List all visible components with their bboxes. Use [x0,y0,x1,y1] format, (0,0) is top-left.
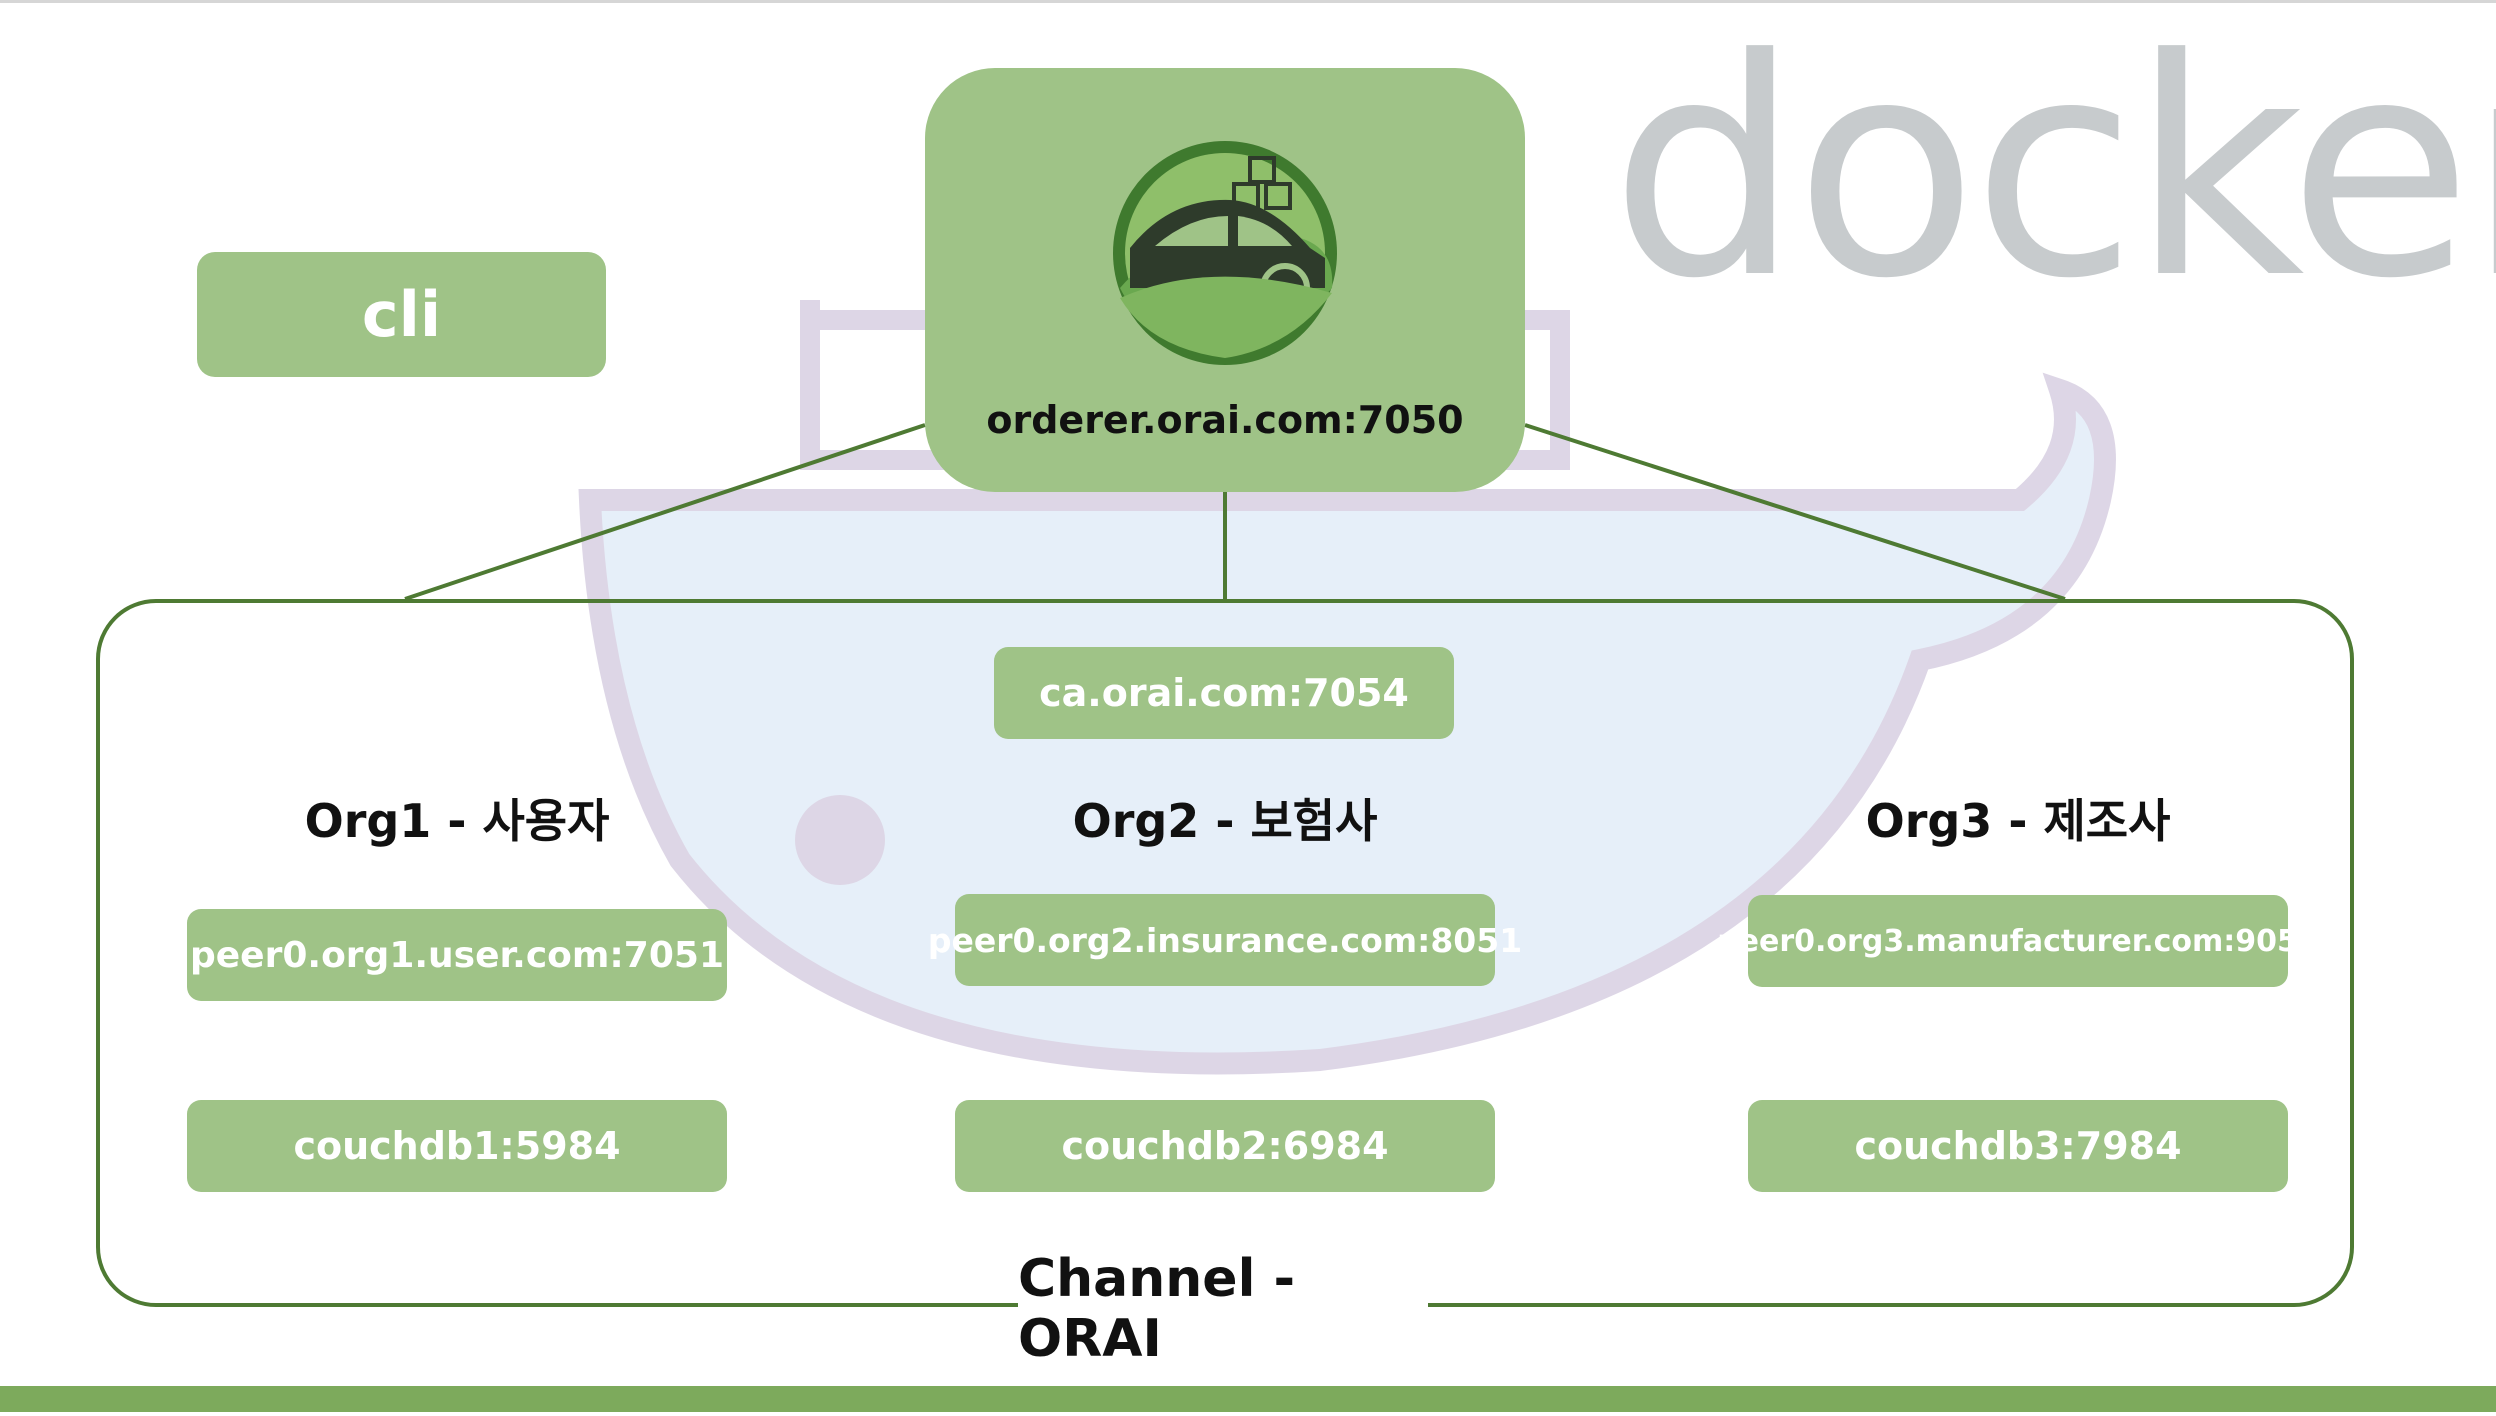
orderer-to-org3-line [1524,423,2066,601]
channel-label: Channel - ORAI [1018,1249,1428,1369]
org1-couchdb-node: couchdb1:5984 [187,1100,727,1192]
docker-watermark-text: docker [1610,0,2496,344]
org2-couchdb-node: couchdb2:6984 [955,1100,1495,1192]
orderer-to-org1-line [404,423,926,601]
orderer-node: orderer.orai.com:7050 [925,68,1525,492]
ca-node: ca.orai.com:7054 [994,647,1454,739]
car-blockchain-logo-icon [1113,141,1337,365]
orderer-label: orderer.orai.com:7050 [986,398,1464,442]
org2-title: Org2 - 보험사 [1072,794,1378,848]
org3-peer-node: peer0.org3.manufacturer.com:9051 [1717,895,2319,987]
org1-peer-node: peer0.org1.user.com:7051 [187,909,727,1001]
top-border [0,0,2496,3]
org3-couchdb-node: couchdb3:7984 [1748,1100,2288,1192]
cli-node: cli [197,252,606,377]
org3-title: Org3 - 제조사 [1865,794,2171,848]
bottom-bar [0,1386,2496,1412]
org1-title: Org1 - 사용자 [304,794,610,848]
org2-peer-node: peer0.org2.insurance.com:8051 [928,894,1522,986]
